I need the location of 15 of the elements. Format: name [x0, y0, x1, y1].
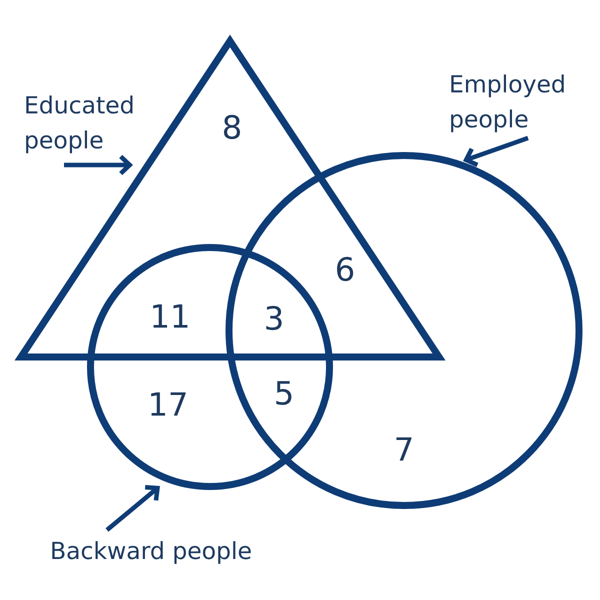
count-number: 17	[151, 392, 186, 416]
count-number: 5	[276, 381, 292, 405]
count-number: 6	[337, 256, 354, 282]
count-number: 3	[266, 306, 282, 330]
arrow	[106, 485, 160, 532]
arrow	[64, 154, 133, 176]
set-label: Educated people	[26, 96, 132, 154]
set-label: Backward people	[52, 541, 251, 564]
set-label: Employed people	[451, 74, 564, 132]
count-number: 11	[153, 304, 188, 328]
circle	[226, 152, 582, 509]
arrow	[463, 136, 529, 167]
circle	[87, 244, 333, 490]
count-number: 8	[224, 114, 240, 140]
count-number: 7	[396, 437, 412, 461]
